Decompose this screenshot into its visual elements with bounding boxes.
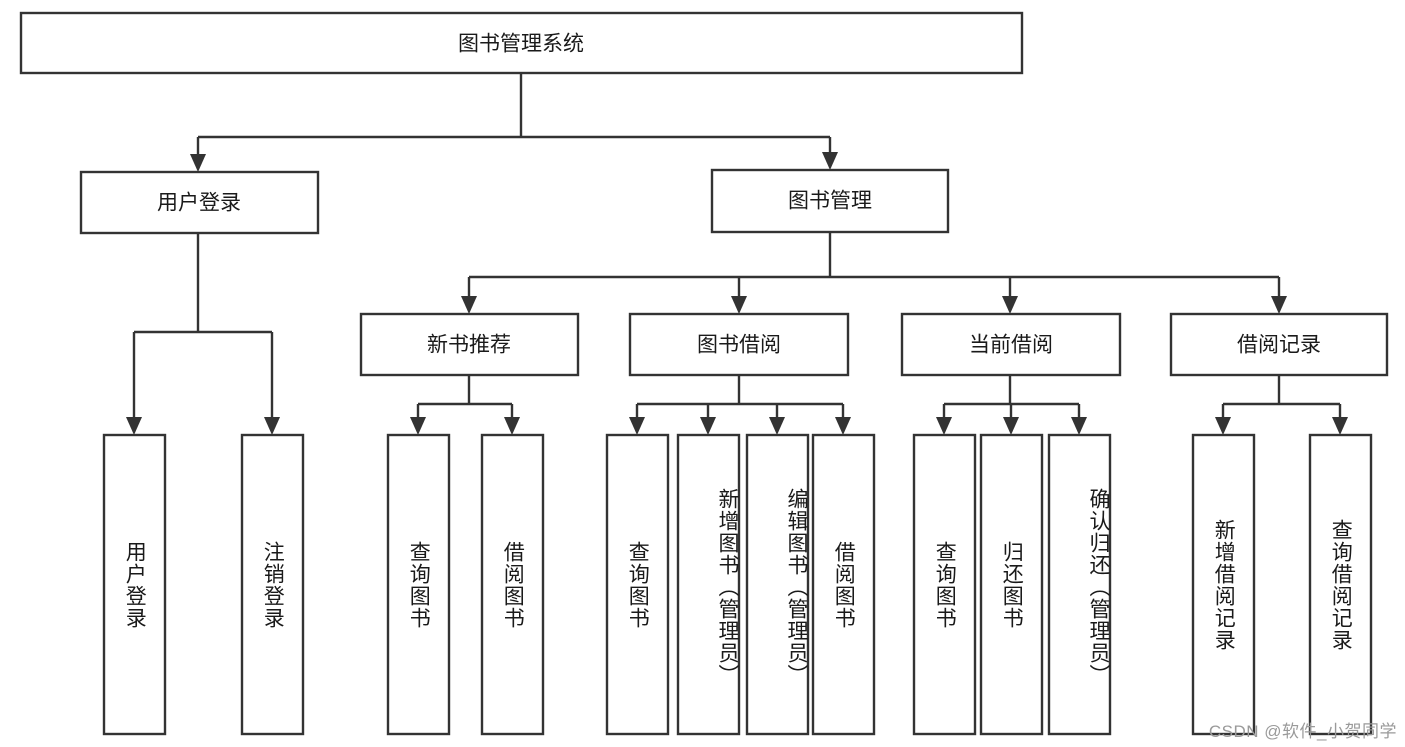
leaf-query-book-2-box[interactable] [605, 433, 670, 736]
node-new-book-recommend[interactable]: 新书推荐 [359, 312, 580, 377]
arrowhead-new-book [461, 296, 477, 314]
arrowhead-user-login [190, 154, 206, 172]
csdn-watermark: CSDN @软件_小贺同学 [1208, 722, 1397, 741]
arrowhead-borrow-record [1271, 296, 1287, 314]
arrowhead-leaf-borrow-1 [504, 417, 520, 435]
node-current-borrow-label: 当前借阅 [969, 334, 1053, 357]
node-root-system-box[interactable] [19, 11, 1024, 75]
arrowhead-leaf-query-3 [936, 417, 952, 435]
arrowhead-current-borrow [1002, 296, 1018, 314]
leaf-query-borrow-record-box[interactable] [1308, 433, 1373, 736]
leaf-add-book-admin-box[interactable] [676, 433, 741, 736]
arrowhead-leaf-confirm [1071, 417, 1087, 435]
node-current-borrow[interactable]: 当前借阅 [900, 312, 1122, 377]
node-new-book-recommend-box[interactable] [359, 312, 580, 377]
leaf-return-book-box[interactable] [979, 433, 1044, 736]
node-book-borrow[interactable]: 图书借阅 [628, 312, 850, 377]
arrowhead-leaf-logout [264, 417, 280, 435]
leaf-user-login-box[interactable] [102, 433, 167, 736]
arrowhead-book-management [822, 152, 838, 170]
node-new-book-recommend-label: 新书推荐 [427, 334, 511, 357]
node-user-login[interactable]: 用户登录 [79, 170, 320, 235]
arrowhead-leaf-query-1 [410, 417, 426, 435]
node-current-borrow-box[interactable] [900, 312, 1122, 377]
node-user-login-label: 用户登录 [157, 192, 241, 215]
arrowhead-group [126, 152, 1348, 435]
arrowhead-leaf-add-book [700, 417, 716, 435]
node-user-login-box[interactable] [79, 170, 320, 235]
node-borrow-record-box[interactable] [1169, 312, 1389, 377]
node-borrow-record-label: 借阅记录 [1237, 334, 1321, 357]
arrowhead-leaf-return [1003, 417, 1019, 435]
arrowhead-book-borrow [731, 296, 747, 314]
arrowhead-leaf-query-rec [1332, 417, 1348, 435]
arrowhead-leaf-edit-book [769, 417, 785, 435]
node-book-borrow-label: 图书借阅 [697, 334, 781, 357]
leaf-query-book-1-box[interactable] [386, 433, 451, 736]
arrowhead-leaf-add-record [1215, 417, 1231, 435]
arrowhead-leaf-query-2 [629, 417, 645, 435]
arrowhead-leaf-borrow-2 [835, 417, 851, 435]
node-book-management[interactable]: 图书管理 [710, 168, 950, 234]
node-book-borrow-box[interactable] [628, 312, 850, 377]
node-root-system-label: 图书管理系统 [458, 33, 584, 56]
arrowhead-leaf-user-login [126, 417, 142, 435]
node-root-system[interactable]: 图书管理系统 [19, 11, 1024, 75]
leaf-borrow-book-1-box[interactable] [480, 433, 545, 736]
node-book-management-label: 图书管理 [788, 190, 872, 213]
leaf-edit-book-admin-box[interactable] [745, 433, 810, 736]
leaf-add-borrow-record-box[interactable] [1191, 433, 1256, 736]
node-borrow-record[interactable]: 借阅记录 [1169, 312, 1389, 377]
leaf-borrow-book-2-box[interactable] [811, 433, 876, 736]
leaf-query-book-3-box[interactable] [912, 433, 977, 736]
leaf-logout-box[interactable] [240, 433, 305, 736]
leaf-confirm-return-box[interactable] [1047, 433, 1112, 736]
node-book-management-box[interactable] [710, 168, 950, 234]
leaf-box-group [102, 433, 1373, 736]
